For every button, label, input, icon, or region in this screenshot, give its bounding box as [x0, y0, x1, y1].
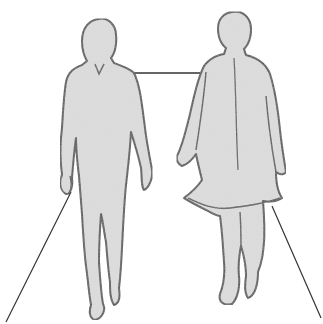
right-cane-line	[272, 206, 321, 318]
left-figure-silhouette	[61, 19, 153, 320]
left-figure-hand	[60, 176, 71, 194]
right-walking-figure	[177, 12, 286, 305]
right-figure-silhouette	[177, 12, 286, 305]
left-cane-line	[6, 192, 71, 322]
left-walking-figure	[60, 19, 152, 320]
